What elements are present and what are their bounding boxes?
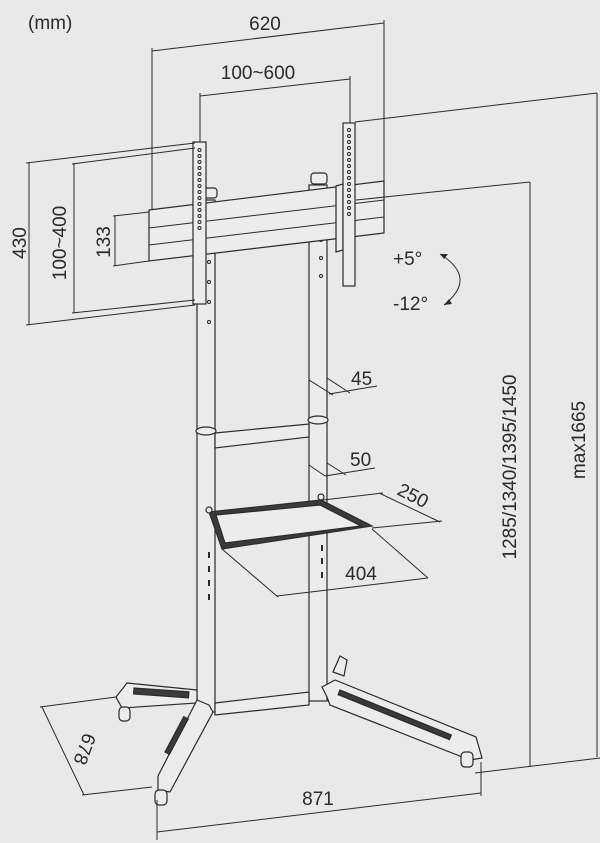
bracket-hole (197, 172, 202, 176)
column-hole (207, 280, 211, 284)
bracket-hole (347, 176, 351, 180)
column-slot (208, 580, 210, 586)
bracket-hole (197, 166, 202, 170)
casters (118, 706, 474, 806)
bracket-hole (197, 196, 202, 200)
dim-tube-lower: 50 (350, 450, 371, 471)
dim-center-heights: 1285/1340/1395/1450 (500, 375, 521, 560)
right-vesa-bracket (335, 122, 356, 287)
bracket-hole (347, 128, 351, 132)
column-slot (208, 552, 210, 558)
bracket-hole (347, 134, 351, 138)
dim-tube-upper: 45 (351, 369, 372, 390)
dim-vesa-vertical: 100~400 (50, 206, 71, 281)
column-slot (321, 545, 323, 551)
column-hole (207, 260, 211, 264)
column-hole (207, 320, 211, 324)
bracket-hole (347, 158, 351, 162)
dim-overall-width: 620 (249, 14, 281, 35)
tilt-up-label: +5° (393, 249, 422, 270)
bracket-hole (197, 154, 202, 158)
bracket-hole (347, 200, 351, 204)
dim-bracket-height: 430 (10, 227, 31, 259)
bracket-hole (347, 212, 351, 216)
bracket-hole (347, 152, 351, 156)
bracket-hole (347, 188, 351, 192)
column-slot (208, 594, 210, 600)
bracket-hole (197, 208, 202, 212)
column-hole (207, 300, 211, 304)
dim-shelf-width: 404 (345, 564, 377, 585)
bracket-hole (197, 226, 202, 230)
bracket-hole (347, 140, 351, 144)
bracket-hole (197, 190, 202, 194)
right-column (307, 184, 329, 702)
column-adjust-holes (207, 238, 323, 600)
column-slot (208, 566, 210, 572)
shelf (205, 493, 374, 550)
bracket-hole (347, 194, 351, 198)
left-vesa-bracket (192, 141, 207, 305)
dim-base-width: 871 (302, 789, 334, 810)
bracket-hole (347, 182, 351, 186)
bracket-hole (197, 148, 202, 152)
lower-crossbar (214, 691, 310, 716)
bracket-hole (347, 206, 351, 210)
dim-base-depth: 678 (68, 730, 99, 767)
dim-max-height: max1665 (569, 401, 590, 479)
bracket-hole (197, 160, 202, 164)
base-legs (115, 655, 483, 793)
right-knob (310, 172, 328, 185)
bracket-hole (197, 184, 202, 188)
bracket-hole (197, 214, 202, 218)
bracket-hole (197, 202, 202, 206)
bracket-hole (197, 220, 202, 224)
units-label: (mm) (28, 13, 72, 34)
dim-vesa-horizontal: 100~600 (221, 63, 296, 84)
upper-crossbar (214, 423, 310, 449)
dim-rail-height: 133 (94, 226, 115, 258)
column-hole (319, 256, 323, 260)
bracket-hole (347, 146, 351, 150)
dimension-lines (25, 20, 600, 840)
column-hole (319, 274, 323, 278)
bracket-hole (197, 178, 202, 182)
column-slot (321, 558, 323, 564)
bracket-hole (347, 170, 351, 174)
bracket-hole (347, 164, 351, 168)
column-slot (321, 572, 323, 578)
tilt-down-label: -12° (393, 294, 428, 315)
dim-shelf-depth: 250 (394, 480, 432, 513)
